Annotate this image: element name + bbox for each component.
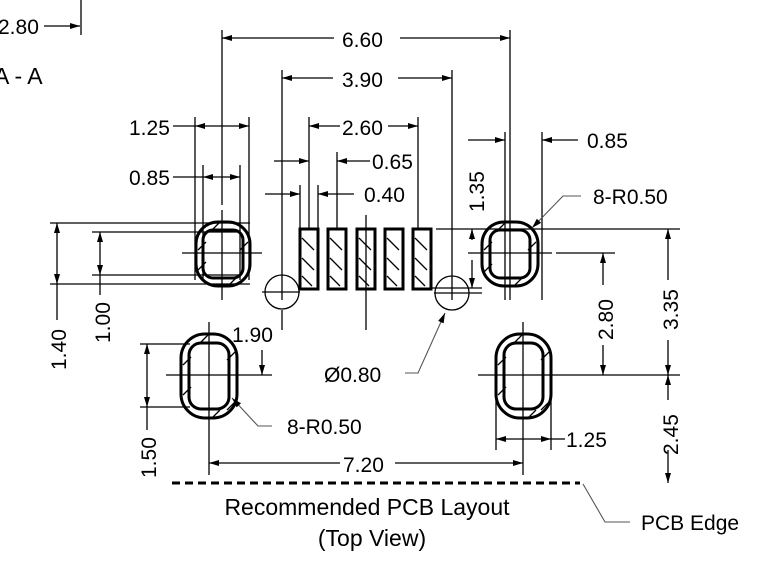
dim-1-35: 1.35 (466, 171, 489, 212)
dimension-arrows (54, 35, 671, 483)
dim-0-40: 0.40 (364, 184, 405, 207)
dim-3-90: 3.90 (342, 69, 383, 92)
signal-pads (298, 227, 433, 291)
dim-2-80-top: 2.80 (0, 16, 39, 39)
radius-label-top: 8-R0.50 (593, 186, 668, 209)
dim-2-60: 2.60 (342, 117, 383, 140)
dim-0-85-right: 0.85 (587, 130, 628, 153)
pad-bottom-right (478, 322, 572, 420)
dimension-labels: 6.60 3.90 1.25 2.60 0.85 0.65 0.40 1.35 … (48, 29, 683, 478)
signal-pad (411, 227, 433, 291)
pcb-edge-label: PCB Edge (641, 512, 739, 535)
dim-1-25-top: 1.25 (129, 117, 170, 140)
dim-7-20: 7.20 (343, 454, 384, 477)
radius-label-bottom: 8-R0.50 (287, 416, 362, 439)
caption-title: Recommended PCB Layout (224, 494, 510, 520)
signal-pad (383, 227, 405, 291)
pad-top-right (468, 220, 552, 288)
dim-0-85-left: 0.85 (129, 167, 170, 190)
hole-diameter-label: Ø0.80 (324, 364, 381, 387)
dim-1-00: 1.00 (92, 302, 115, 343)
extension-lines (50, 30, 680, 475)
section-label: A - A (0, 63, 43, 89)
dim-1-90: 1.90 (232, 324, 273, 347)
dim-1-25-bottom: 1.25 (566, 429, 607, 452)
dim-2-80-right: 2.80 (595, 299, 618, 340)
dim-0-65: 0.65 (372, 151, 413, 174)
section-header: 2.80 A - A (0, 0, 82, 89)
locating-holes (262, 274, 482, 330)
caption-subtitle: (Top View) (318, 525, 426, 551)
dim-1-40: 1.40 (48, 329, 71, 370)
signal-pad (298, 227, 320, 291)
dim-1-50: 1.50 (138, 437, 161, 478)
pad-top-left (182, 220, 262, 288)
dim-6-60: 6.60 (342, 29, 383, 52)
signal-pad (355, 227, 377, 291)
pad-bottom-left (166, 322, 240, 420)
dim-3-35: 3.35 (660, 289, 683, 330)
dim-2-45: 2.45 (660, 414, 683, 455)
leader-lines (231, 195, 630, 523)
signal-pad (326, 227, 348, 291)
